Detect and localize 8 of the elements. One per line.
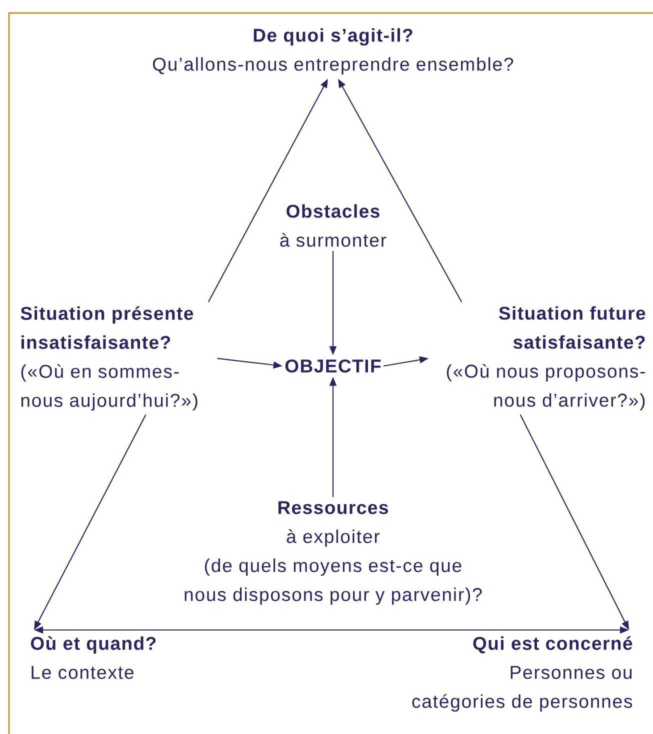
label-text: Obstacles à surmonter bbox=[280, 204, 386, 247]
label-text: Situation future satisfaisante? («Où nous proposons-nous d’arriver?») bbox=[446, 306, 646, 410]
label-text: Situation présente insatisfaisante? («Où en sommes-nous aujourd’hui?») bbox=[20, 306, 198, 411]
label-text: Ressources à exploiter (de quels moyens est-ce que nous disposons pour y parvenir)? bbox=[184, 501, 482, 605]
label-text: Qui est concerné Personnes ou catégories de personnes bbox=[412, 636, 632, 712]
label-text: Où et quand? Le contexte bbox=[30, 636, 156, 679]
label-text: De quoi s’agit-il? Qu’allons-nous entreprendre ensemble? bbox=[153, 28, 514, 74]
objective-label: OBJECTIF bbox=[285, 359, 381, 373]
